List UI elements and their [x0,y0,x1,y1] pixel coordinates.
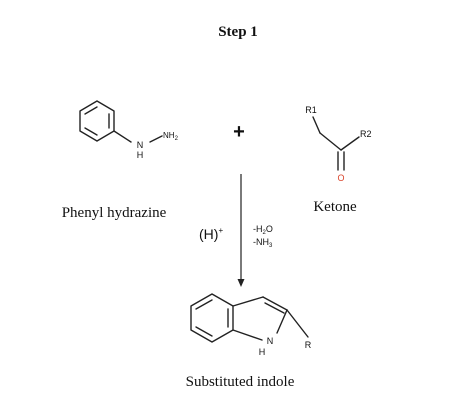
indole-h-label: H [259,347,266,357]
loss-water-subscript: 2 [263,230,267,236]
ketone-structure: R1 R2 O [305,105,371,183]
phenyl-hydrazine-name: Phenyl hydrazine [62,205,167,221]
ketone-r1-label: R1 [305,105,317,115]
phenyl-hydrazine-structure: N H NH2 [79,100,179,160]
plus-sign: + [233,121,245,143]
substituted-indole-name: Substituted indole [186,374,295,390]
ketone-oxygen-label: O [337,173,344,183]
acid-catalyst-label: (H)+ [199,226,223,242]
ketone-name: Ketone [313,199,357,215]
reaction-arrow [237,174,245,287]
indole-n-label: N [267,336,274,346]
hydrazine-nh2-subscript: 2 [175,136,179,142]
acid-catalyst-superscript: + [218,226,223,235]
loss-water-label: -H2O [253,224,273,236]
indole-r-label: R [305,340,312,350]
hydrazine-n-label: N [137,140,144,150]
loss-ammonia-subscript: 3 [269,243,273,249]
phenyl-hydrazine-bonds [79,100,163,143]
loss-ammonia-label: -NH3 [253,237,273,249]
loss-water-tail: O [266,224,273,234]
hydrazine-h-label: H [137,150,144,160]
loss-ammonia-main: -NH [253,237,269,247]
step-title: Step 1 [218,24,258,40]
ketone-bonds [312,116,360,171]
ketone-r2-label: R2 [360,129,372,139]
loss-water-main: -H [253,224,263,234]
indole-bonds [190,293,309,343]
acid-catalyst-main: (H) [199,226,218,242]
substituted-indole-structure: N H R [190,293,312,357]
hydrazine-nh2-label: NH2 [163,131,179,142]
hydrazine-nh2-main: NH [163,131,175,140]
